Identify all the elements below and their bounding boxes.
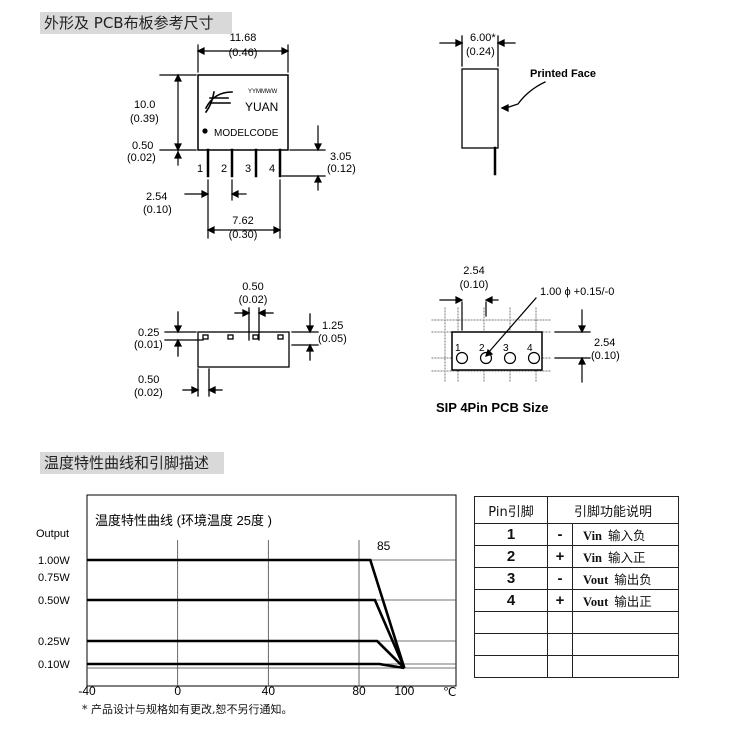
derating-curve-3 <box>87 639 406 669</box>
pin-table-header-func: 引脚功能说明 <box>547 496 679 524</box>
dim-pitch-mm: 2.54 <box>146 191 167 203</box>
x-tick-label: 0 <box>174 684 181 698</box>
front-view-labels: 11.68 (0.46) 10.0 (0.39) 0.50 (0.02) 3.0… <box>127 32 356 241</box>
y-tick-label: 1.00W <box>38 555 70 567</box>
pin-label: 3 <box>245 163 251 175</box>
dim-thickness-mm: 6.00* <box>470 32 496 44</box>
y-tick-label: 0.50W <box>38 595 70 607</box>
dim-span-mm: 7.62 <box>232 215 253 227</box>
pcb-pin-label: 2 <box>479 343 485 354</box>
table-row-empty <box>474 633 679 656</box>
dim-pinth-in: (0.02) <box>134 387 163 399</box>
chart-xlabel: ℃ <box>443 685 456 699</box>
pin-polarity: - <box>547 523 573 546</box>
table-row-empty <box>474 655 679 678</box>
dim-span-in: (0.30) <box>229 229 258 241</box>
section-title-temperature: 温度特性曲线和引脚描述 <box>40 452 224 474</box>
chart-x-ticks: -40 0 40 80 100 <box>78 684 414 698</box>
dim-recess-mm: 0.25 <box>138 327 159 339</box>
side-view-labels: 6.00* (0.24) Printed Face <box>466 32 596 80</box>
chart-title: 温度特性曲线 (环境温度 25度 ) <box>95 513 272 528</box>
derating-curve-4 <box>87 662 405 670</box>
pin-label: 1 <box>197 163 203 175</box>
dim-thickness-in: (0.24) <box>466 46 495 58</box>
dim-pinw-in: (0.02) <box>239 294 268 306</box>
dim-pitch-in: (0.10) <box>143 204 172 216</box>
dim-standoff-in: (0.02) <box>127 152 156 164</box>
pin-table-header-pin: Pin引脚 <box>474 496 548 524</box>
pcb-row-mm: 2.54 <box>594 337 615 349</box>
section-title-dimensions: 外形及 PCB布板参考尺寸 <box>40 12 232 34</box>
pin-polarity: + <box>547 545 573 568</box>
footnote: * 产品设计与规格如有更改,恕不另行通知。 <box>82 703 293 716</box>
bottom-view-labels: 0.50 (0.02) 0.25 (0.01) 1.25 (0.05) 0.50… <box>134 281 347 399</box>
dim-edge-mm: 1.25 <box>322 320 343 332</box>
mechanical-drawing: 11.68 (0.46) 10.0 (0.39) 0.50 (0.02) 3.0… <box>127 32 620 415</box>
x-tick-label: -40 <box>78 684 96 698</box>
dim-height-mm: 10.0 <box>134 99 155 111</box>
pin-polarity: - <box>547 567 573 590</box>
derating-curve-2 <box>87 598 406 669</box>
dim-width-mm: 11.68 <box>230 32 257 44</box>
dim-height-in: (0.39) <box>130 113 159 125</box>
dim-edge-in: (0.05) <box>318 333 347 345</box>
dim-pinlen-mm: 3.05 <box>330 151 351 163</box>
pin-number: 1 <box>474 523 548 546</box>
chart-frame <box>86 494 457 687</box>
derating-curve-1 <box>87 558 406 669</box>
pin-number: 4 <box>474 589 548 612</box>
chart-annotation-85: 85 <box>377 539 391 553</box>
pcb-layout: 2.54 (0.10) 1.00 ϕ +0.15/-0 2.54 (0.10) … <box>431 265 620 415</box>
side-view <box>439 35 546 176</box>
chart-ylabel: Output <box>36 528 69 540</box>
y-tick-label: 0.10W <box>38 659 70 671</box>
x-tick-label: 80 <box>352 684 366 698</box>
x-tick-label: 40 <box>262 684 276 698</box>
pcb-caption: SIP 4Pin PCB Size <box>436 400 548 415</box>
x-tick-label: 100 <box>394 684 414 698</box>
front-view <box>159 44 326 239</box>
model-code: MODELCODE <box>214 128 279 139</box>
dim-pinth-mm: 0.50 <box>138 374 159 386</box>
dim-recess-in: (0.01) <box>134 339 163 351</box>
chart-series-group <box>87 558 406 670</box>
dim-pinw-mm: 0.50 <box>242 281 263 293</box>
y-tick-label: 0.25W <box>38 636 70 648</box>
pin-number: 3 <box>474 567 548 590</box>
dim-width-in: (0.46) <box>229 47 258 59</box>
chart-y-ticks: 1.00W 0.75W 0.50W 0.25W 0.10W <box>38 555 70 671</box>
date-code: YYMMWW <box>248 89 278 95</box>
pin-label: 4 <box>269 163 275 175</box>
pcb-row-in: (0.10) <box>591 350 620 362</box>
pcb-pitch-mm: 2.54 <box>463 265 484 277</box>
y-tick-label: 0.75W <box>38 572 70 584</box>
pcb-pitch-in: (0.10) <box>460 279 489 291</box>
dim-standoff-mm: 0.50 <box>132 140 153 152</box>
dim-pinlen-in: (0.12) <box>327 163 356 175</box>
pcb-hole-spec: 1.00 ϕ +0.15/-0 <box>540 286 614 298</box>
table-row-empty <box>474 611 679 634</box>
pcb-pin-label: 1 <box>455 343 461 354</box>
printed-face-label: Printed Face <box>530 68 596 80</box>
pin-polarity: + <box>547 589 573 612</box>
brand-name: YUAN <box>245 100 278 114</box>
derating-chart: 温度特性曲线 (环境温度 25度 ) Output ℃ 85 1.00W 0.75… <box>36 494 457 699</box>
pin-label: 2 <box>221 163 227 175</box>
pin-number: 2 <box>474 545 548 568</box>
bottom-view <box>164 307 319 397</box>
pcb-pin-label: 3 <box>503 343 509 354</box>
pcb-pin-label: 4 <box>527 343 533 354</box>
